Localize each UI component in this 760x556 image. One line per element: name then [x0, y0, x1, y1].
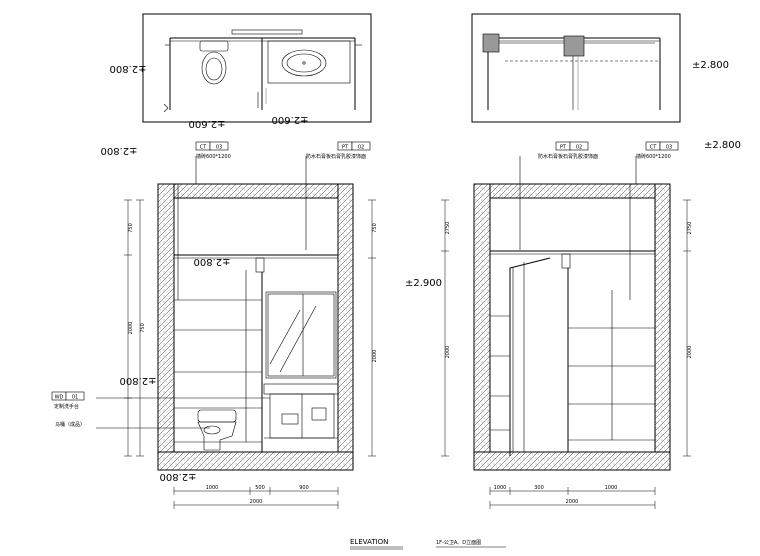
svg-text:750: 750: [140, 323, 146, 333]
svg-text:2000: 2000: [445, 346, 451, 359]
svg-text:1000: 1000: [605, 485, 618, 491]
elev-a-floor-slab: [157, 451, 354, 471]
plan-a-frame: [142, 13, 372, 123]
svg-text:2750: 2750: [687, 222, 693, 235]
svg-text:2000: 2000: [250, 499, 263, 505]
svg-text:1000: 1000: [494, 485, 507, 491]
elev-a-vanity: [263, 383, 339, 439]
elev-b-level-right: ±2.800: [704, 140, 741, 151]
plan-b: [471, 13, 681, 123]
elev-a-ceiling-slab: [157, 183, 354, 199]
svg-text:CT: CT: [650, 145, 657, 151]
tag-wd: WD 01 定制洗手台: [51, 391, 85, 410]
level-flip-2: ±2.600: [188, 118, 225, 129]
svg-text:PT: PT: [560, 145, 567, 151]
elev-b-ceiling-slab: [473, 183, 671, 199]
level-flip-6: ±2.800: [119, 375, 156, 386]
svg-text:02: 02: [358, 145, 364, 151]
tag-toilet: 马桶（成品）: [55, 421, 85, 428]
tag-pt-b: PT 02 防水石膏板石膏乳胶漆饰面: [538, 141, 598, 160]
drawing-title: ELEVATION 1F-公卫A、D立面图: [350, 538, 506, 550]
svg-text:2000: 2000: [687, 346, 693, 359]
svg-text:900: 900: [299, 485, 309, 491]
elev-b-door: [509, 257, 551, 456]
elev-b-left-wall: [473, 183, 491, 471]
elevation-b: [441, 183, 691, 509]
plan-a: [142, 13, 372, 123]
svg-text:1000: 1000: [206, 485, 219, 491]
tag-pt-a: PT 02 防水石膏板石膏乳胶漆饰面: [306, 141, 371, 160]
svg-text:防水石膏板石膏乳胶漆饰面: 防水石膏板石膏乳胶漆饰面: [306, 153, 366, 160]
level-flip-4: ±2.800: [100, 145, 137, 156]
drawing-title-text: ELEVATION: [350, 538, 388, 546]
elev-b-level-left: ±2.900: [405, 278, 442, 289]
drawing-subtitle-text: 1F-公卫A、D立面图: [436, 539, 481, 546]
svg-text:定制洗手台: 定制洗手台: [54, 403, 79, 410]
svg-text:WD: WD: [55, 395, 64, 401]
svg-text:02: 02: [576, 145, 582, 151]
elev-b-floor-slab: [473, 451, 671, 471]
svg-text:2000: 2000: [372, 350, 378, 363]
elev-a-toilet-icon: [197, 409, 237, 451]
svg-text:500: 500: [255, 485, 265, 491]
plan-b-frame: [471, 13, 681, 123]
svg-text:2000: 2000: [566, 499, 579, 505]
level-flip-3: ±2.600: [271, 114, 308, 125]
svg-text:300: 300: [534, 485, 544, 491]
plan-b-level: ±2.800: [692, 60, 729, 71]
elev-a-right-wall: [337, 183, 354, 471]
svg-text:墙砖600*1200: 墙砖600*1200: [196, 153, 231, 160]
svg-text:03: 03: [216, 145, 222, 151]
svg-text:墙砖600*1200: 墙砖600*1200: [636, 153, 671, 160]
plan-toilet-icon: [199, 40, 229, 85]
svg-text:03: 03: [666, 145, 672, 151]
level-flip-7: ±2.800: [159, 471, 196, 482]
level-flip-5: ±2.800: [193, 256, 230, 267]
svg-text:CT: CT: [200, 145, 207, 151]
elev-a-mirror: [265, 291, 337, 379]
svg-text:PT: PT: [342, 145, 349, 151]
svg-text:750: 750: [128, 223, 134, 233]
svg-text:2750: 2750: [445, 222, 451, 235]
svg-text:防水石膏板石膏乳胶漆饰面: 防水石膏板石膏乳胶漆饰面: [538, 153, 598, 160]
svg-text:750: 750: [372, 223, 378, 233]
plan-b-column-icon: [482, 33, 500, 53]
plan-b-duct-icon: [563, 35, 585, 57]
level-flip-1: ±2.800: [109, 63, 146, 74]
plan-basin-icon: [267, 40, 351, 84]
tag-ct-a: CT 03 墙砖600*1200: [195, 141, 231, 160]
tag-ct-b: CT 03 墙砖600*1200: [636, 141, 679, 160]
svg-text:2000: 2000: [128, 322, 134, 335]
elevation-a: [96, 183, 376, 509]
svg-text:01: 01: [72, 395, 78, 401]
elev-a-left-wall: [157, 183, 175, 471]
elev-b-right-wall: [654, 183, 671, 471]
